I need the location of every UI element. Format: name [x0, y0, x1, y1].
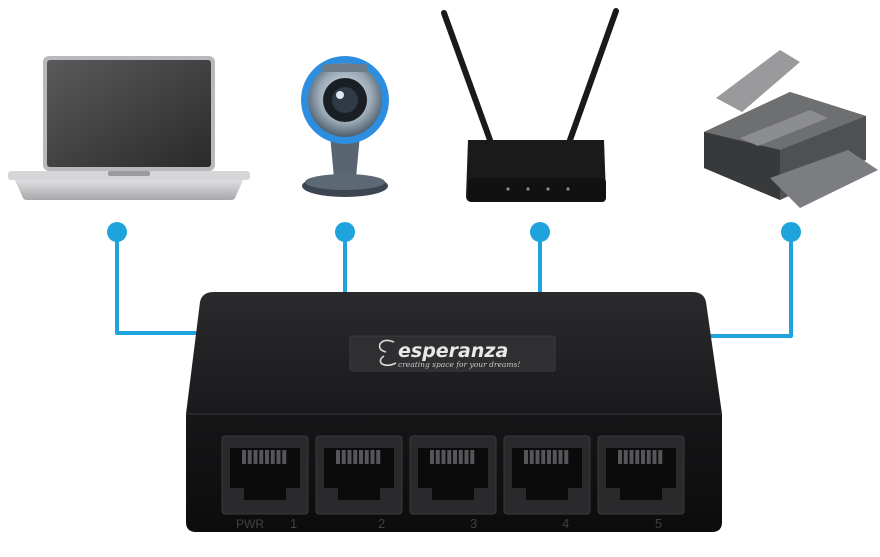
dot-laptop [107, 222, 127, 242]
connection-lines [115, 232, 793, 338]
brand-tagline: creating space for your dreams! [398, 360, 520, 369]
port-labels: 1 2 3 4 5 [290, 516, 662, 531]
power-label: PWR [236, 517, 264, 531]
dot-webcam [335, 222, 355, 242]
brand-name: esperanza [398, 340, 508, 362]
webcam-icon [301, 56, 389, 197]
ethernet-port-1[interactable] [221, 435, 309, 515]
port-label-1: 1 [290, 516, 297, 531]
port-label-3: 3 [470, 516, 477, 531]
laptop-icon [8, 56, 250, 200]
ethernet-port-2[interactable] [315, 435, 403, 515]
ethernet-port-5[interactable] [597, 435, 685, 515]
ethernet-port-4[interactable] [503, 435, 591, 515]
port-label-2: 2 [378, 516, 385, 531]
ethernet-port-3[interactable] [409, 435, 497, 515]
connection-dots [107, 222, 801, 242]
port-label-5: 5 [655, 516, 662, 531]
printer-icon [704, 50, 878, 208]
ethernet-ports [221, 435, 685, 515]
dot-router [530, 222, 550, 242]
dot-printer [781, 222, 801, 242]
router-icon [441, 8, 619, 202]
link-laptop [115, 232, 205, 335]
port-label-4: 4 [562, 516, 569, 531]
network-switch: esperanza creating space for your dreams… [186, 292, 722, 532]
link-printer [700, 232, 793, 338]
brand-logo-icon [378, 339, 397, 367]
